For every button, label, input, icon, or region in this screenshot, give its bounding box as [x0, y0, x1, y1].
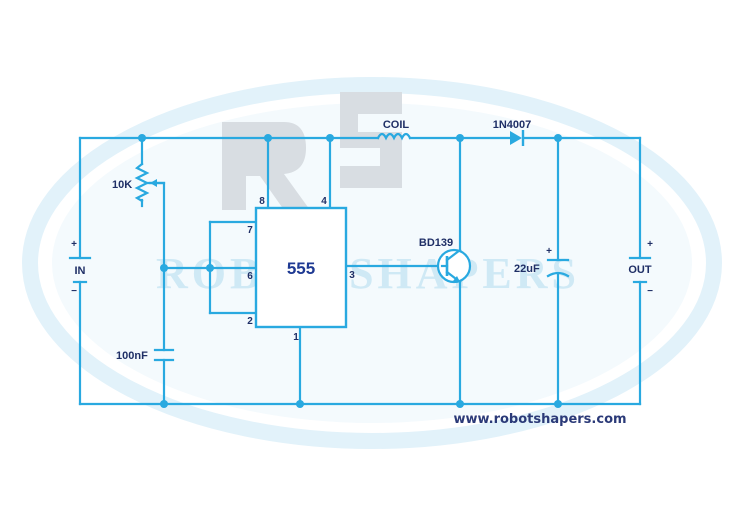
pin-3-label: 3	[349, 270, 355, 281]
pin-7-label: 7	[247, 225, 253, 236]
capacitor-100nf: 100nF	[116, 348, 175, 362]
junction-dots	[138, 134, 562, 408]
transistor-label: BD139	[419, 237, 453, 249]
ic-555: 555 8 4 7 6 2 3 1	[247, 196, 355, 343]
capacitor-22uf: + 22uF	[514, 246, 570, 278]
pin-4-label: 4	[321, 196, 327, 207]
watermark-logo	[222, 92, 402, 210]
potentiometer-10k: 10K	[112, 162, 166, 203]
cap-100nf-label: 100nF	[116, 350, 148, 362]
ic-label: 555	[287, 259, 315, 278]
inductor-coil: COIL	[376, 119, 412, 141]
pin-2-label: 2	[247, 316, 253, 327]
cap-22uf-label: 22uF	[514, 263, 540, 275]
input-plus: +	[71, 239, 77, 250]
pin-1-label: 1	[293, 332, 299, 343]
watermark: ROBOT SHAPERS	[22, 77, 722, 449]
coil-label: COIL	[383, 119, 410, 131]
cap-22uf-plus: +	[546, 246, 552, 257]
output-terminal: + OUT −	[628, 239, 653, 297]
pin-8-label: 8	[259, 196, 265, 207]
output-minus: −	[647, 286, 653, 297]
output-plus: +	[647, 239, 653, 250]
input-label: IN	[75, 265, 86, 277]
watermark-text: ROBOT SHAPERS	[156, 249, 580, 298]
output-label: OUT	[628, 264, 652, 276]
input-minus: −	[71, 286, 77, 297]
pin-6-label: 6	[247, 271, 253, 282]
diode-label: 1N4007	[493, 119, 532, 131]
transistor-bd139: BD139	[419, 237, 472, 284]
website-url: www.robotshapers.com	[453, 412, 626, 427]
diode-1n4007: 1N4007	[493, 119, 532, 146]
pot-label: 10K	[112, 179, 132, 191]
input-terminal: + IN −	[68, 239, 92, 297]
